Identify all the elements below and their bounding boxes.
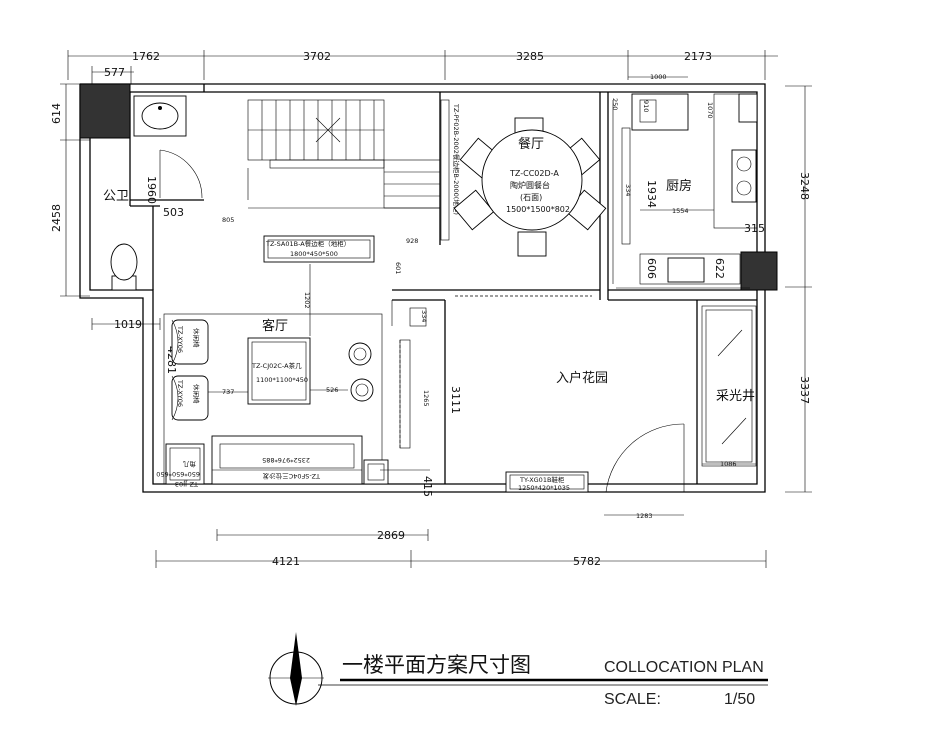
partition-lines: 601 334 3111 1265 (391, 262, 592, 449)
dim-601: 1070 (706, 102, 714, 119)
toilet (110, 243, 138, 281)
scale-label: SCALE: (604, 691, 661, 708)
dining-table-note: (石面) (520, 193, 542, 202)
dim-1934: 1934 (645, 180, 658, 208)
dim-334: 334 (420, 310, 428, 322)
light-well: 采光井 1086 (701, 305, 757, 468)
armchair-1-code: TZ-XY06 (176, 325, 184, 353)
dining-table-size: 1500*1500*802 (506, 205, 570, 214)
armchair-1 (171, 319, 209, 365)
scale-value: 1/50 (724, 691, 755, 708)
dim-bottom-2869: 2869 (377, 529, 405, 542)
sofa-size: 2352*976*885 (262, 456, 310, 464)
title-english: COLLOCATION PLAN (604, 659, 764, 676)
dim-top-577: 577 (104, 66, 125, 79)
title-block: 一楼平面方案尺寸图 COLLOCATION PLAN SCALE: 1/50 (268, 632, 768, 708)
walls (79, 83, 778, 493)
room-label-lightwell: 采光井 (716, 389, 755, 404)
gas-stove (731, 149, 757, 203)
dim-bottom-5782: 5782 (573, 555, 601, 568)
room-label-living: 客厅 (262, 318, 288, 334)
coffee-table-code: TZ-CJ02C-A茶几 (251, 361, 302, 370)
dim-606: 606 (645, 258, 658, 279)
shoe-cabinet-code: TY-XG01B鞋柜 (519, 475, 565, 484)
dim-top-3285: 3285 (516, 50, 544, 63)
sideboard-size: 1800*450*500 (290, 250, 338, 258)
dim-526: 526 (326, 386, 338, 394)
title-chinese: 一楼平面方案尺寸图 (342, 653, 531, 677)
dim-1070: 334 (624, 184, 632, 196)
armchair-2 (171, 375, 209, 421)
round-dining-table (481, 129, 583, 231)
dim-right-3337: 3337 (798, 376, 811, 404)
room-label-entry-garden: 入户花园 (556, 370, 608, 386)
column-right (740, 251, 778, 291)
dim-bottom-4121: 4121 (272, 555, 300, 568)
room-label-kitchen: 厨房 (666, 178, 692, 194)
tall-cabinet-label: TZ-PF02B-2002餐边柜B-2000(地柜) (452, 103, 461, 215)
dim-bottom-1283: 1283 (636, 512, 653, 520)
dim-right-315: 315 (744, 222, 765, 235)
shoe-cabinet-size: 1250*420*1035 (518, 484, 570, 492)
dim-top-1000: 1000 (650, 73, 667, 81)
staircase: 805 928 (222, 92, 441, 245)
bottom-dimensions: 2869 4121 5782 1283 415 (155, 476, 767, 568)
dim-left-614: 614 (50, 103, 63, 124)
dim-1202: 1202 (303, 292, 311, 309)
dim-left-1960: 1960 (145, 176, 158, 204)
entry-garden: 入户花园 TY-XG01B鞋柜 1250*420*1035 (505, 370, 685, 493)
kitchen-sink (667, 257, 705, 283)
top-dimensions: 1762 3702 3285 2173 577 1000 (67, 50, 778, 84)
microwave (738, 93, 758, 123)
right-dimensions: 3248 3337 315 (744, 85, 812, 493)
dim-left-503: 503 (163, 206, 184, 219)
armchair-2-label: 休闲椅 (192, 384, 201, 404)
sideboard-label: TZ-SA01B-A餐边柜（地柜） (265, 239, 350, 248)
stool-2 (350, 378, 374, 402)
small-cabinet (363, 459, 389, 485)
side-table-label: 角几 (183, 460, 197, 469)
dim-928: 928 (406, 237, 418, 245)
dim-top-2173: 2173 (684, 50, 712, 63)
armchair-1-label: 休闲椅 (192, 328, 201, 348)
north-arrow-needle (290, 632, 302, 706)
dim-bottom-415: 415 (421, 476, 434, 497)
side-table-code: TZ-JJ03 (175, 480, 199, 488)
side-table-size: 650*650*650 (156, 470, 200, 478)
kitchen-area: 910 1070 厨房 1934 1554 606 622 334 250 (611, 93, 758, 289)
sideboard: TZ-SA01B-A餐边柜（地柜） 1800*450*500 TZ-PF02B-… (263, 99, 461, 263)
dining-table-name: 陶炉圆餐台 (510, 180, 550, 190)
dim-right-3248: 3248 (798, 172, 811, 200)
dim-1086: 1086 (720, 460, 737, 468)
dim-top-3702: 3702 (303, 50, 331, 63)
room-label-dining: 餐厅 (518, 136, 544, 152)
dining-area: 餐厅 TZ-CC02D-A 陶炉圆餐台 (石面) 1500*1500*802 (453, 117, 607, 257)
armchair-2-code: TZ-XY06 (176, 379, 184, 407)
coffee-table-size: 1100*1100*450 (256, 376, 308, 384)
dim-top-1762: 1762 (132, 50, 160, 63)
dim-910: 601 (394, 262, 402, 274)
side-table (165, 443, 205, 485)
column-top-left (79, 83, 131, 139)
dim-3111: 3111 (449, 386, 462, 414)
dim-1265: 1265 (422, 390, 430, 407)
restroom-area: 公卫 (103, 95, 203, 291)
stool-1 (348, 342, 372, 366)
coffee-table (247, 337, 311, 405)
sofa-code: TZ-SF04C三位沙发 (262, 472, 321, 481)
room-label-restroom: 公卫 (103, 189, 129, 204)
living-room: 客厅 1202 TZ-CJ02C-A茶几 1100*1100*450 737 5… (156, 264, 430, 488)
dim-1554: 1554 (672, 207, 689, 215)
dim-250: 250 (611, 98, 619, 110)
dim-left-2458: 2458 (50, 204, 63, 232)
shoe-cabinet (505, 471, 589, 493)
dining-table-code: TZ-CC02D-A (509, 169, 559, 178)
dim-737: 737 (222, 388, 234, 396)
dim-805: 805 (222, 216, 234, 224)
dim-460: 910 (642, 100, 650, 112)
dim-left-1019: 1019 (114, 318, 142, 331)
dim-622: 622 (713, 258, 726, 279)
